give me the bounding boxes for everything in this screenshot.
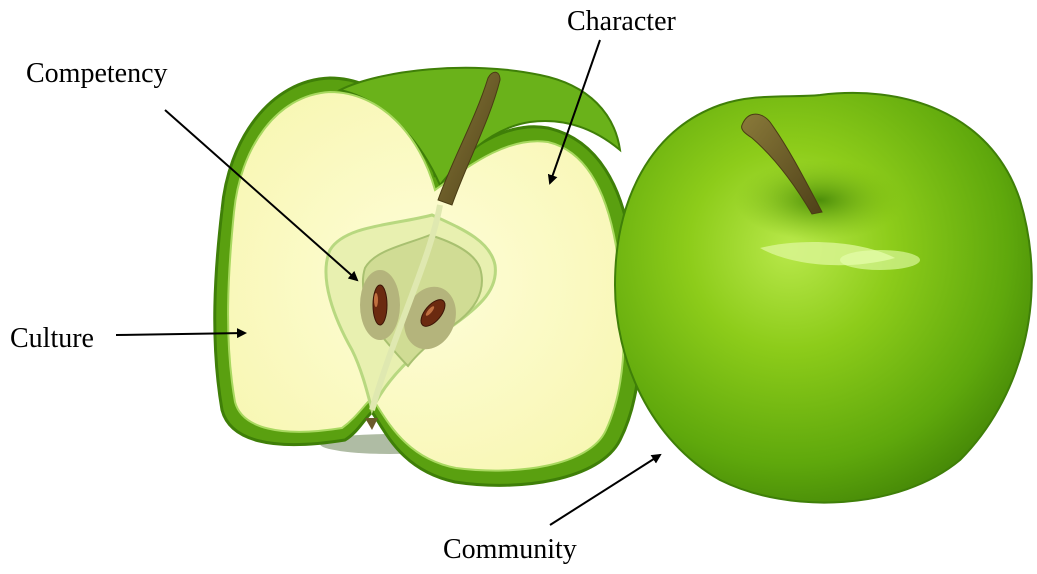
whole-apple <box>615 93 1032 503</box>
label-culture: Culture <box>10 325 94 353</box>
label-community: Community <box>443 536 577 564</box>
halved-apple <box>215 68 640 486</box>
label-character: Character <box>567 8 676 36</box>
seed-left-highlight <box>374 293 378 307</box>
blossom-end <box>365 418 378 430</box>
whole-apple-dimple <box>735 160 905 240</box>
whole-apple-shine <box>840 250 920 270</box>
whole-apple-body <box>615 93 1032 503</box>
label-competency: Competency <box>26 60 168 88</box>
